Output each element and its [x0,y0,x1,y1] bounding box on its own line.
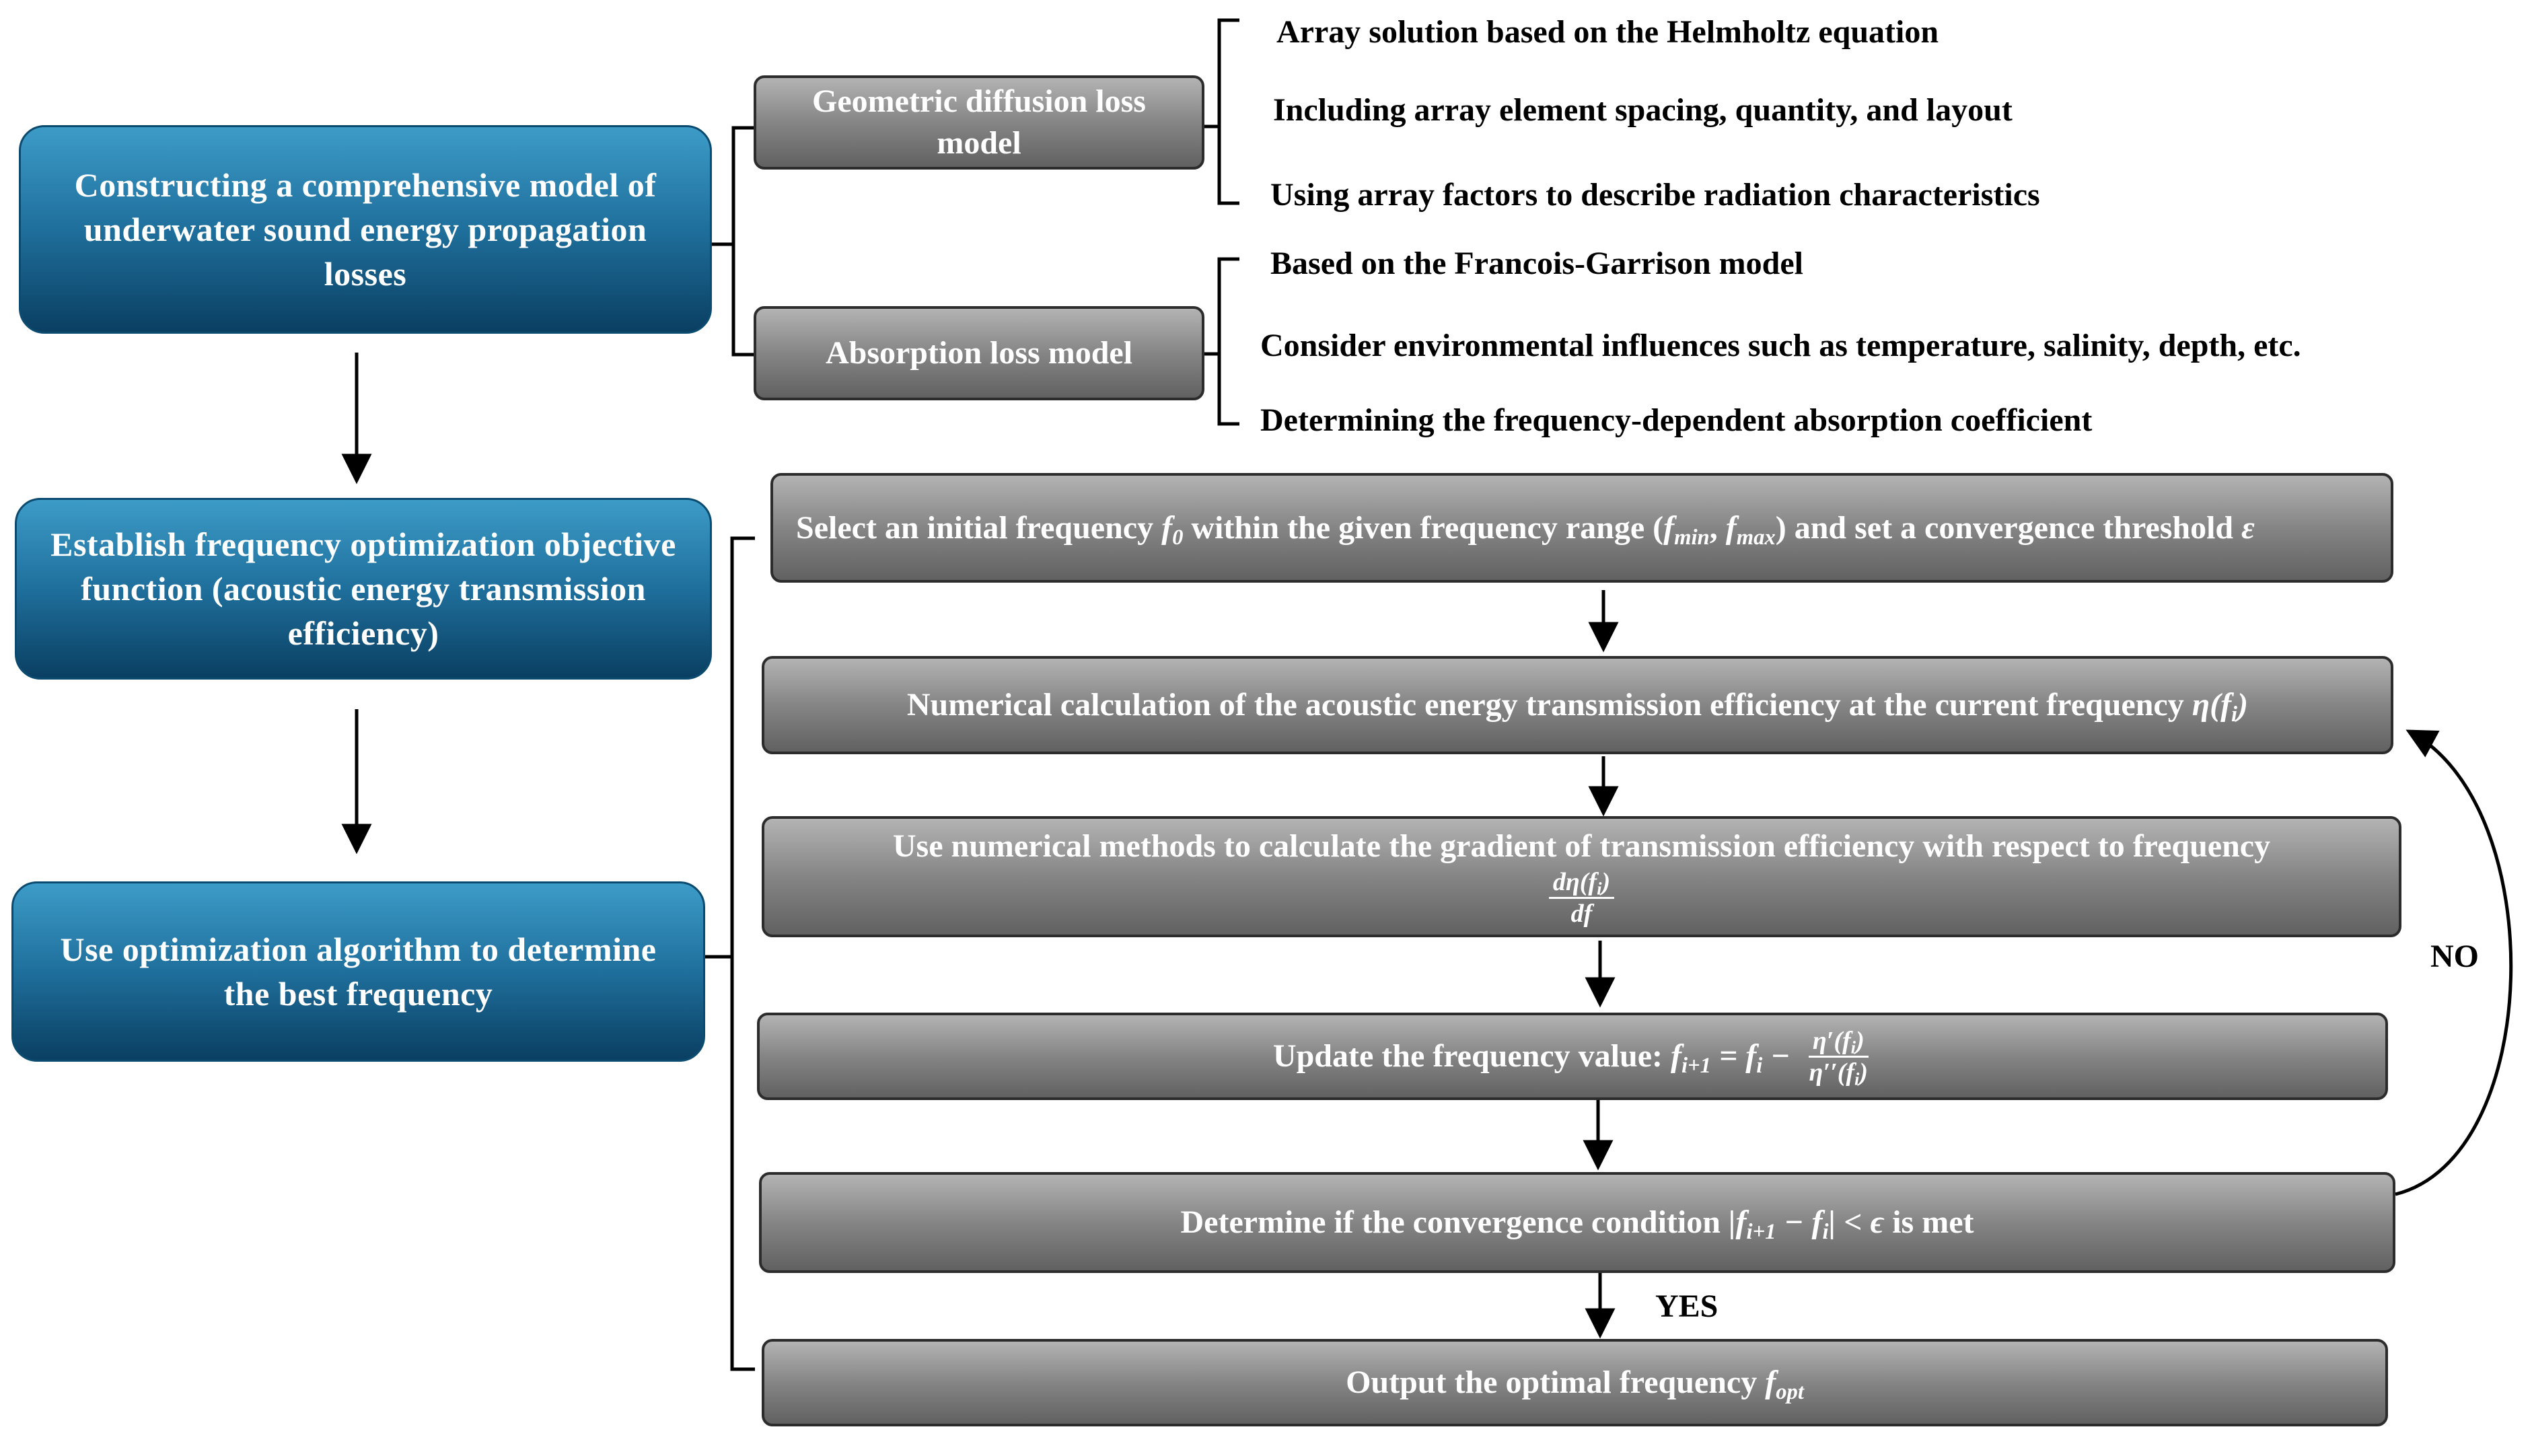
bracket-box1-to-loss-models [712,126,754,357]
step-gradient-calculation-content: Use numerical methods to calculate the g… [893,826,2270,929]
geometric-detail-3: Using array factors to describe radiatio… [1270,177,2040,213]
step-gradient-calculation-text: Use numerical methods to calculate the g… [892,828,2271,864]
bracket-box3-to-steps [705,536,755,1371]
gradient-fraction: dη(fi) df [1548,867,1615,929]
absorption-detail-1: Based on the Francois-Garrison model [1270,246,1803,281]
objective-function-text: Establish frequency optimization objecti… [50,525,676,652]
step-output-optimal-text: Output the optimal frequency fopt [1346,1364,1804,1405]
geometric-loss-model-box: Geometric diffusion loss model [754,75,1204,170]
objective-function-box: Establish frequency optimization objecti… [15,498,712,680]
arrow-no-loop [2395,729,2513,1196]
step-convergence-check-text: Determine if the convergence condition |… [1180,1204,1974,1245]
absorption-loss-model-text: Absorption loss model [825,335,1133,371]
yes-label: YES [1655,1288,1719,1324]
step-efficiency-calculation-text: Numerical calculation of the acoustic en… [906,687,2249,727]
no-label: NO [2430,939,2479,974]
newton-fraction: η′(fi) η′′(fi) [1808,1026,1869,1089]
geometric-loss-model-text: Geometric diffusion loss model [812,83,1146,161]
step-initial-frequency-text: Select an initial frequency f0 within th… [796,509,2255,550]
absorption-detail-2: Consider environmental influences such a… [1260,328,2301,363]
step-gradient-calculation: Use numerical methods to calculate the g… [762,816,2401,937]
step-efficiency-calculation: Numerical calculation of the acoustic en… [762,656,2393,754]
step-initial-frequency: Select an initial frequency f0 within th… [770,473,2393,583]
absorption-loss-model-box: Absorption loss model [754,306,1204,400]
optimization-algorithm-box: Use optimization algorithm to determine … [11,881,705,1062]
geometric-detail-1: Array solution based on the Helmholtz eq… [1276,14,1939,50]
absorption-detail-3: Determining the frequency-dependent abso… [1260,402,2093,438]
step-output-optimal: Output the optimal frequency fopt [762,1339,2388,1426]
step-frequency-update-text: Update the frequency value: fi+1 = fi − … [1273,1026,1872,1087]
bracket-absorption-details [1204,257,1239,426]
optimization-algorithm-text: Use optimization algorithm to determine … [60,931,657,1013]
model-construction-box: Constructing a comprehensive model of un… [19,125,712,334]
bracket-geometric-details [1204,18,1239,205]
step-frequency-update: Update the frequency value: fi+1 = fi − … [757,1013,2388,1100]
geometric-detail-2: Including array element spacing, quantit… [1273,92,2013,128]
model-construction-text: Constructing a comprehensive model of un… [74,166,657,293]
step-convergence-check: Determine if the convergence condition |… [759,1172,2395,1273]
